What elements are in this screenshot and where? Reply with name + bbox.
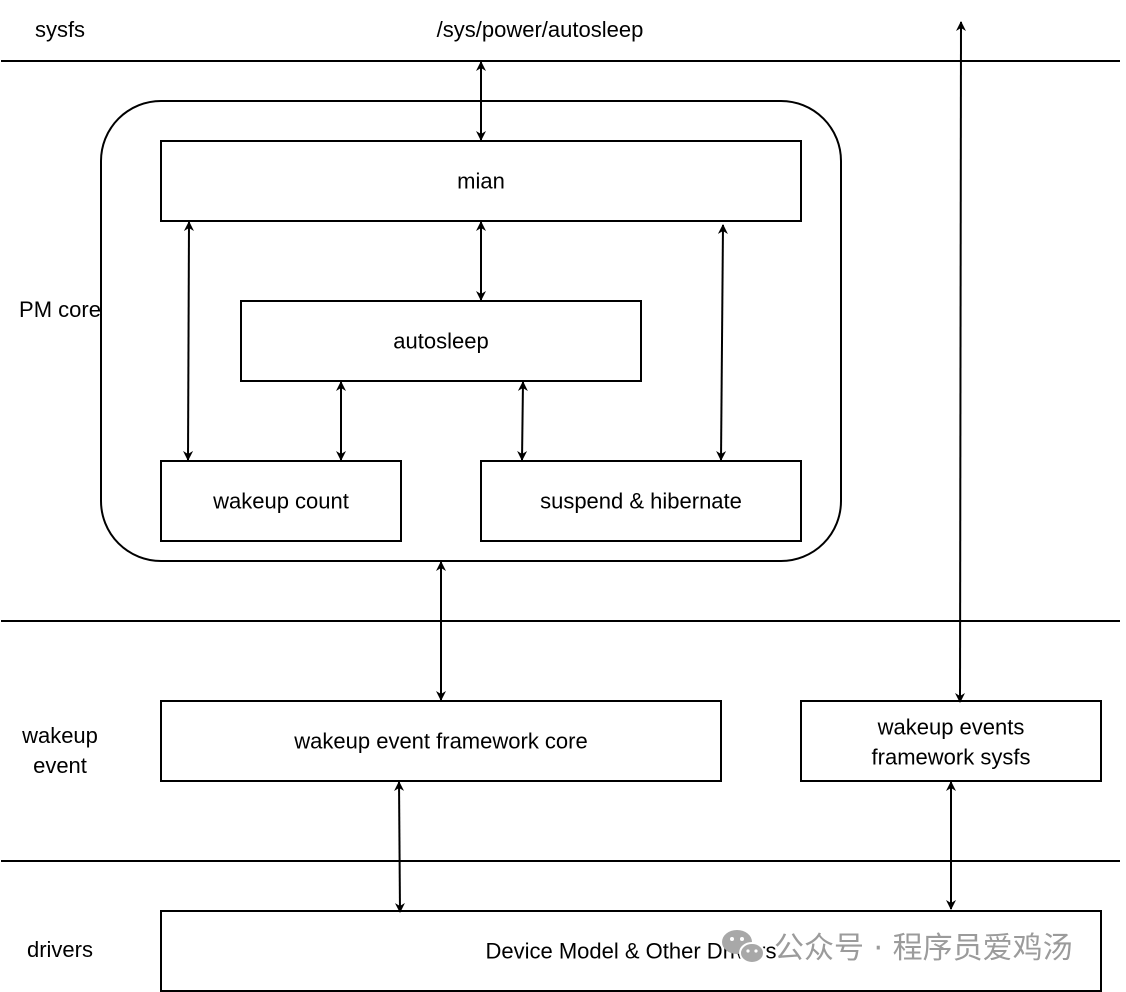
node-wakeup-core-label: wakeup event framework core [293,729,587,754]
node-mian: mian [160,140,802,222]
node-suspend-hibernate-label: suspend & hibernate [540,489,742,514]
node-device-model-drivers: Device Model & Other Drivers [160,910,1102,992]
layer-label-pm-core: PM core [19,297,101,322]
watermark-text: 公众号 · 程序员爱鸡汤 [774,931,1073,966]
edge-wakeup-core-drivers [394,781,405,913]
node-autosleep-label: autosleep [393,329,488,354]
node-wakeup-sysfs-label-line2: framework sysfs [872,745,1031,770]
node-mian-label: mian [457,169,505,194]
watermark: 公众号 · 程序员爱鸡汤 [722,930,1073,966]
node-autosleep: autosleep [240,300,642,382]
node-wakeup-events-framework-sysfs: wakeup events framework sysfs [800,700,1102,782]
node-wakeup-event-framework-core: wakeup event framework core [160,700,722,782]
edge-mian-suspend-hibernate [716,224,728,461]
sysfs-autosleep-path: /sys/power/autosleep [437,17,644,42]
node-wakeup-sysfs-label-line1: wakeup events [877,715,1025,740]
node-wakeup-count: wakeup count [160,460,402,542]
layer-label-drivers: drivers [27,937,93,962]
edge-autosleep-suspend-hibernate [517,381,528,461]
edge-mian-wakeup-count [183,221,194,461]
layer-label-wakeup-event-line1: wakeup [21,723,98,748]
layer-label-wakeup-event-line2: event [33,753,87,778]
wechat-icon [722,930,765,964]
edge-sysfs-wakeup-sysfs [955,21,966,703]
layer-label-sysfs: sysfs [35,17,85,42]
node-wakeup-count-label: wakeup count [212,489,349,514]
pm-core-group [100,100,842,562]
node-suspend-hibernate: suspend & hibernate [480,460,802,542]
